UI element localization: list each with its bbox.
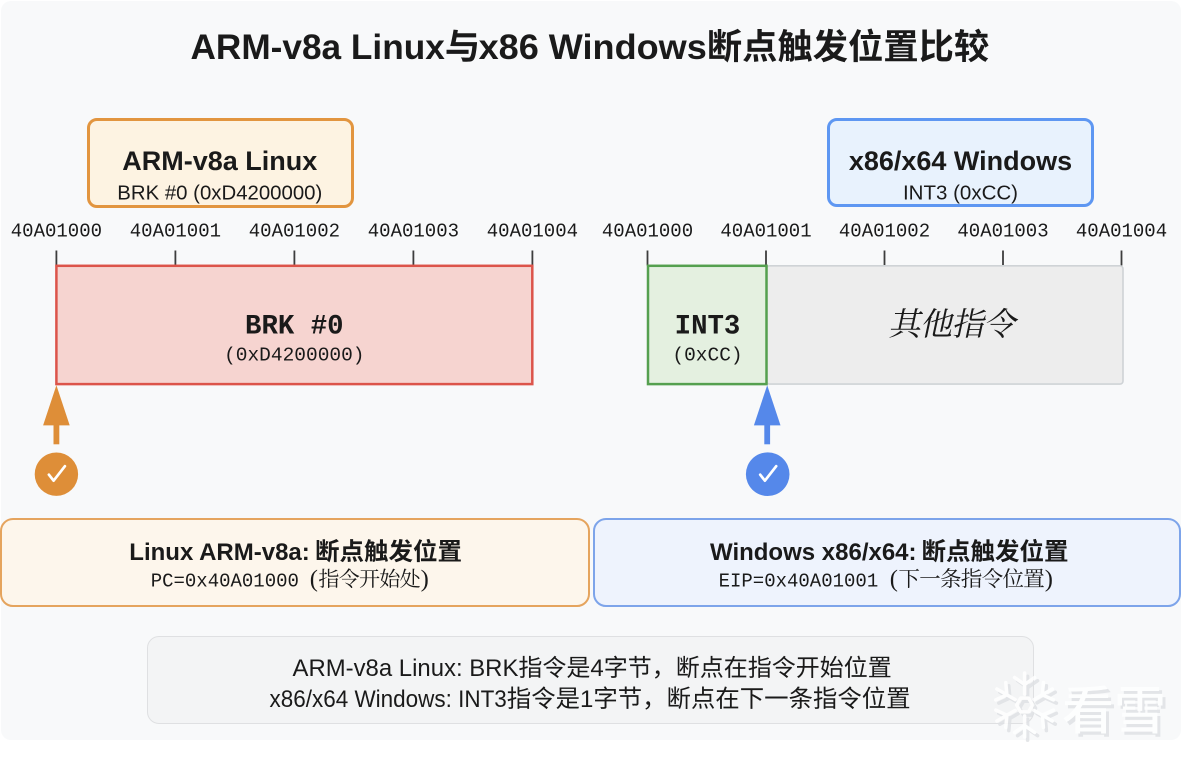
svg-text:(0xCC): (0xCC): [672, 345, 742, 367]
svg-text:40A01002: 40A01002: [839, 221, 930, 243]
svg-text:EIP=0x40A01001: EIP=0x40A01001: [719, 571, 879, 593]
svg-text:Windows x86/x64:: Windows x86/x64:: [710, 539, 917, 566]
svg-text:(0xD4200000): (0xD4200000): [224, 345, 364, 367]
svg-text:40A01001: 40A01001: [130, 221, 221, 243]
svg-text:INT3 (0xCC): INT3 (0xCC): [903, 181, 1018, 204]
svg-text:x86/x64 Windows: x86/x64 Windows: [849, 146, 1072, 176]
svg-text:40A01000: 40A01000: [602, 221, 693, 243]
svg-text:): ): [1045, 566, 1053, 593]
svg-text:INT3: INT3: [675, 312, 741, 343]
svg-text:): ): [421, 566, 429, 593]
svg-text:40A01003: 40A01003: [368, 221, 459, 243]
svg-text:1: 1: [580, 686, 593, 713]
svg-text:(: (: [310, 566, 318, 593]
svg-text:Linux ARM-v8a:: Linux ARM-v8a:: [129, 539, 309, 566]
svg-text:PC=0x40A01000: PC=0x40A01000: [151, 571, 299, 593]
svg-text:ARM-v8a Linux: BRK: ARM-v8a Linux: BRK: [293, 655, 519, 682]
svg-text:BRK #0: BRK #0: [245, 312, 344, 343]
svg-text:4: 4: [590, 655, 603, 682]
svg-text:BRK #0 (0xD4200000): BRK #0 (0xD4200000): [117, 181, 322, 204]
svg-text:40A01002: 40A01002: [249, 221, 340, 243]
svg-text:40A01001: 40A01001: [720, 221, 811, 243]
svg-text:40A01004: 40A01004: [487, 221, 578, 243]
svg-text:40A01000: 40A01000: [11, 221, 102, 243]
svg-text:ARM-v8a Linux: ARM-v8a Linux: [191, 28, 446, 67]
svg-text:ARM-v8a Linux: ARM-v8a Linux: [122, 146, 317, 176]
svg-text:x86/x64 Windows: INT3: x86/x64 Windows: INT3: [270, 686, 507, 713]
svg-text:(: (: [890, 566, 898, 593]
svg-text:40A01004: 40A01004: [1076, 221, 1167, 243]
svg-text:x86 Windows: x86 Windows: [479, 28, 707, 67]
svg-text:40A01003: 40A01003: [957, 221, 1048, 243]
